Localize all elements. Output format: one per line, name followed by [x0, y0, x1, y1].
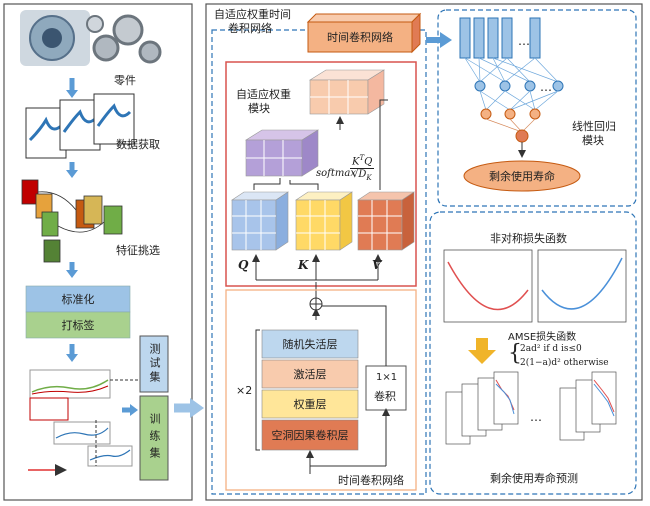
activation-layer: 激活层 [293, 368, 327, 381]
parts-label: 零件 [114, 74, 136, 87]
regression-line2: 模块 [582, 134, 604, 147]
rul-label: 剩余使用寿命 [489, 170, 555, 183]
rul-prediction-plots [445, 371, 617, 445]
normalize-box-bg [25, 285, 131, 313]
v-label: V [372, 258, 382, 272]
train-set-label: 训练集 [148, 412, 161, 464]
normalize-label: 标准化 [61, 293, 95, 306]
down-arrow-icon [468, 338, 496, 364]
equation-line2: 2(1−a)d² otherwise [520, 358, 609, 368]
right-panel-frame [205, 3, 643, 501]
test-set-label: 测试集 [148, 343, 161, 385]
rul-ellipse [463, 160, 581, 192]
svg-text:{: { [508, 341, 522, 366]
atcn-title-line1: 自适应权重时间 [214, 8, 291, 21]
amse-title: AMSE损失函数 [508, 332, 577, 343]
asymmetric-loss-plots [443, 249, 627, 323]
atcn-title-line2: 卷积网络 [228, 22, 272, 35]
rul-prediction-label: 剩余使用寿命预测 [490, 472, 578, 485]
label-box-bg [25, 311, 131, 339]
dropout-layer-bg [261, 329, 359, 359]
softmax-fraction: KTQ √DK [350, 154, 375, 183]
activation-layer-bg [261, 359, 359, 389]
left-panel-frame [3, 3, 193, 501]
conv1x1-line2: 卷积 [374, 390, 396, 403]
weight-layer-bg [261, 389, 359, 419]
dilated-layer-bg [261, 419, 359, 451]
attention-output-cube [308, 69, 386, 115]
engine-parts-image [20, 10, 162, 66]
dropout-layer: 随机失活层 [282, 338, 338, 351]
q-label: Q [238, 258, 249, 272]
k-cube [295, 191, 353, 251]
regression-line1: 线性回归 [572, 120, 616, 133]
softmax-label: softmax [316, 168, 356, 179]
labeling-label: 打标签 [61, 319, 95, 332]
tcn-bottom-label: 时间卷积网络 [338, 474, 404, 487]
nn-ellipsis-mid: … [540, 80, 552, 94]
data-acquisition-label: 数据获取 [116, 138, 160, 151]
dilated-causal-conv-layer: 空洞因果卷积层 [271, 429, 349, 442]
conv1x1-box [365, 365, 407, 411]
softmax-cube [244, 129, 320, 177]
neural-network-diagram [459, 17, 564, 158]
conv1x1-line1: 1×1 [376, 372, 398, 383]
signal-sheets-image [25, 93, 135, 159]
weight-layer: 权重层 [293, 398, 327, 411]
tcn-lower-frame [225, 289, 417, 491]
dataset-split-image [28, 369, 140, 476]
adaptive-module-line2: 模块 [248, 102, 270, 115]
q-cube [231, 191, 289, 251]
v-cube [357, 191, 415, 251]
repeat-x2-label: ×2 [236, 384, 253, 397]
equation-line1: 2ad² if d is≤0 [520, 344, 582, 354]
pred-ellipsis: … [530, 410, 542, 424]
feature-selection-image [21, 179, 123, 263]
adaptive-module-line1: 自适应权重 [236, 88, 291, 101]
feature-selection-label: 特征挑选 [116, 244, 160, 257]
loss-dashed-frame [429, 211, 637, 495]
k-label: K [298, 258, 309, 272]
tcn-top-label: 时间卷积网络 [327, 31, 393, 44]
tcn-top-box [307, 21, 413, 53]
test-set-box [139, 335, 169, 393]
regression-dashed-frame [437, 9, 637, 207]
adaptive-weight-frame [225, 61, 417, 287]
train-set-box [139, 395, 169, 481]
nn-ellipsis-top: … [518, 34, 530, 48]
asym-loss-title: 非对称损失函数 [490, 232, 567, 245]
